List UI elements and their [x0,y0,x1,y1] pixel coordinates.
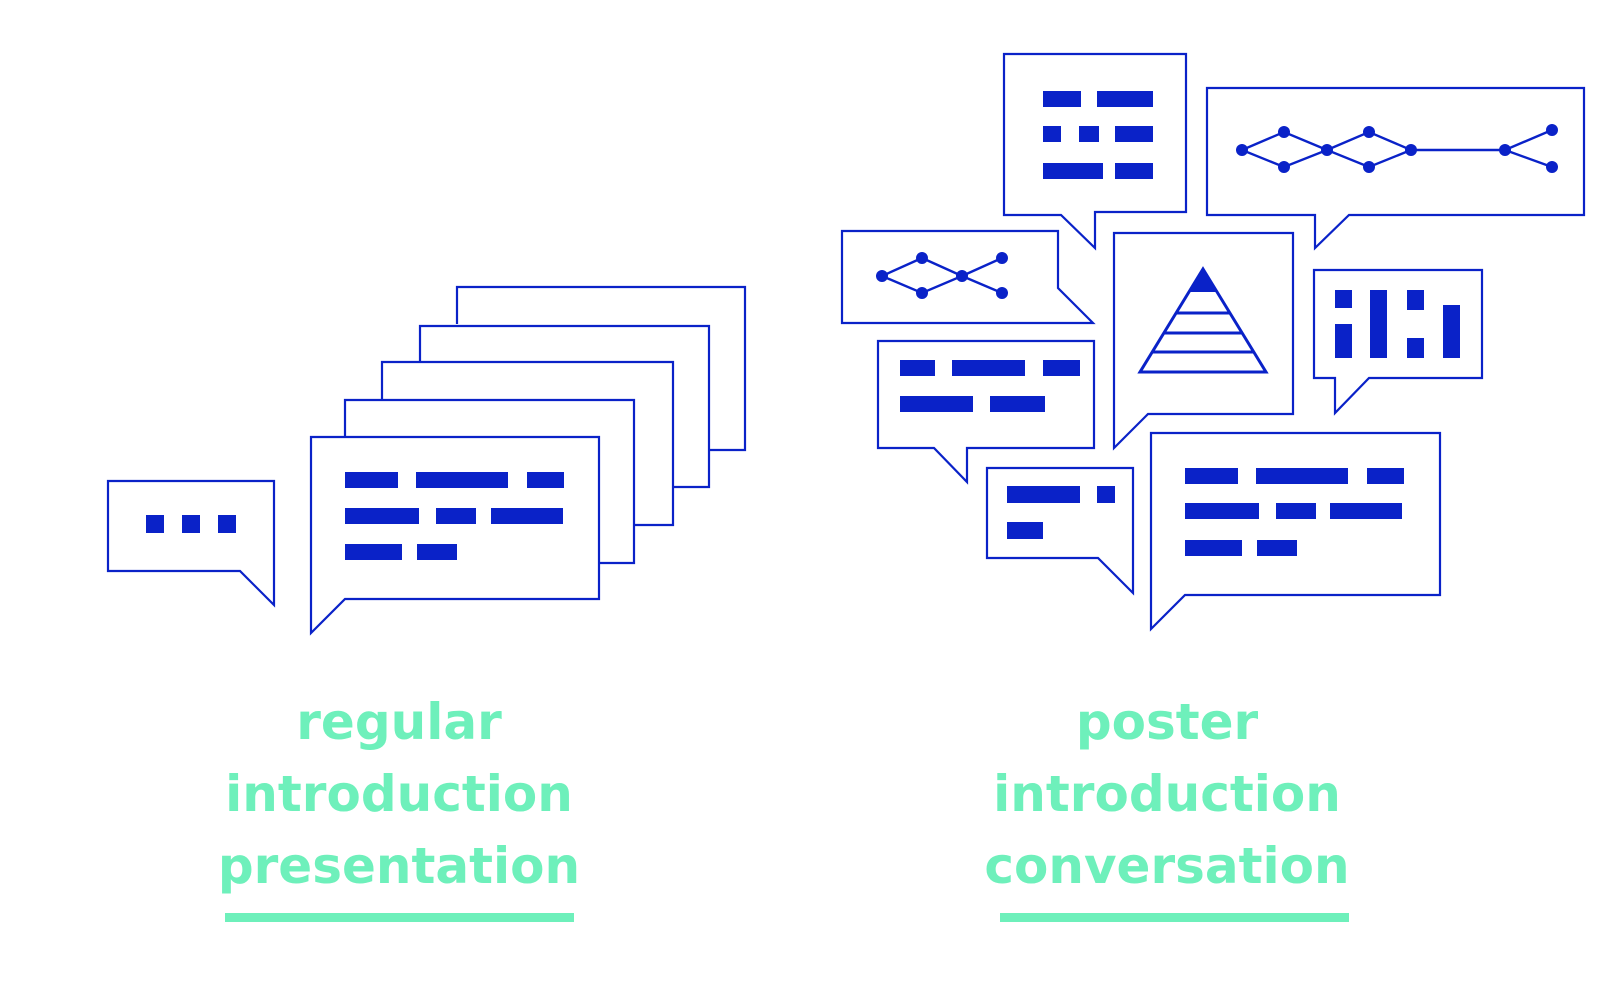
pyramid-bubble [1112,231,1295,451]
text-bubble-top [1002,52,1188,251]
caption-line: regular [296,693,502,751]
text-bubble-large [1149,431,1442,632]
bar-chart-bubble [1312,268,1484,416]
poster-conversation-caption: poster introduction conversation [957,686,1377,902]
left-underline [225,913,574,922]
caption-line: introduction [225,765,573,823]
text-bubble-mid-left [876,339,1096,485]
ellipsis-bubble-icon [106,479,276,608]
right-underline [1000,913,1349,922]
network-bubble-small [840,229,1096,325]
text-bubble-small [985,466,1135,596]
stacked-slides-icon [309,285,747,636]
caption-line: presentation [217,837,581,895]
poster-cluster-icon [840,52,1586,632]
regular-presentation-caption: regular introduction presentation [189,686,609,902]
caption-line: conversation [984,837,1350,895]
caption-line: introduction [993,765,1341,823]
network-bubble-wide [1205,86,1586,251]
caption-line: poster [1075,693,1259,751]
